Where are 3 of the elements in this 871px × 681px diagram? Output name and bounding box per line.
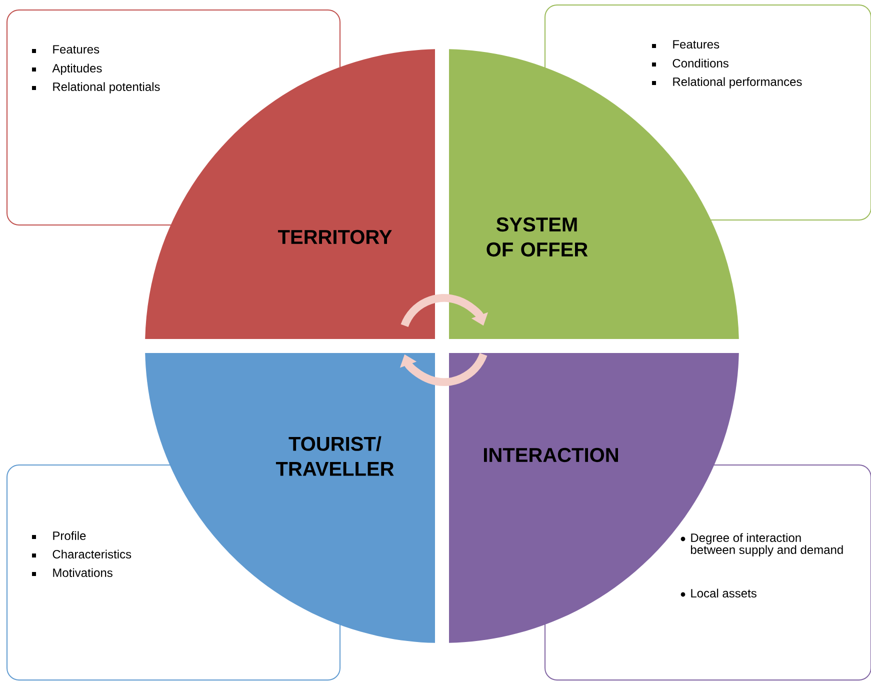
curved-arrow [400, 294, 488, 328]
quadrant: TOURIST/ TRAVELLER [145, 353, 435, 643]
curved-arrow [400, 352, 488, 386]
